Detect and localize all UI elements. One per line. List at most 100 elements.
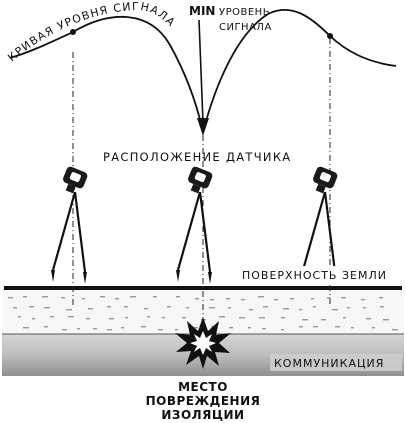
soil-grain xyxy=(211,326,214,328)
soil-grain xyxy=(361,299,365,301)
soil-grain xyxy=(249,309,253,311)
soil-grain xyxy=(229,327,233,329)
soil-grain xyxy=(372,327,375,329)
soil-grain xyxy=(332,309,338,311)
soil-grain xyxy=(93,328,97,330)
soil-grain xyxy=(383,319,389,321)
soil-grain xyxy=(32,318,35,320)
utility-label: КОММУНИКАЦИЯ xyxy=(274,357,384,370)
soil-grain xyxy=(162,317,165,319)
min-label-line2: СИГНАЛА xyxy=(219,22,272,33)
soil-grain xyxy=(341,297,346,299)
soil-grain xyxy=(321,319,326,321)
soil-grain xyxy=(13,307,17,309)
curve-label: КРИВАЯ УРОВНЯ СИГНАЛА xyxy=(5,0,178,64)
soil-grain xyxy=(68,316,74,318)
soil-grain xyxy=(281,317,285,319)
soil-grain xyxy=(392,329,398,331)
soil-grain xyxy=(195,298,199,300)
soil-grain xyxy=(88,308,93,310)
arrow-down-icon xyxy=(197,19,209,136)
soil-grain xyxy=(121,327,124,329)
soil-grain xyxy=(283,308,289,310)
soil-grain xyxy=(86,318,90,320)
soil-grain xyxy=(8,297,13,299)
fault-label-line1: МЕСТО xyxy=(178,380,228,394)
soil-grain xyxy=(313,306,316,308)
soil-grain xyxy=(44,307,50,309)
soil-grain xyxy=(167,306,171,308)
soil-grain xyxy=(175,329,178,331)
soil-grain xyxy=(313,326,318,328)
soil-grain xyxy=(141,326,146,328)
soil-grain xyxy=(124,306,128,308)
soil-grain xyxy=(144,308,148,310)
soil-grain xyxy=(44,326,48,328)
soil-grain xyxy=(299,326,303,328)
soil-grain xyxy=(363,307,366,309)
ground-surface-label: ПОВЕРХНОСТЬ ЗЕМЛИ xyxy=(242,269,387,282)
sensor-on-tripod-icon xyxy=(174,164,215,286)
fault-label-line3: ИЗОЛЯЦИИ xyxy=(161,408,244,422)
soil-grain xyxy=(115,298,119,300)
soil-grain xyxy=(29,306,34,308)
fault-label-line2: ПОВРЕЖДЕНИЯ xyxy=(146,394,261,408)
soil-grain xyxy=(311,298,314,300)
soil-grain xyxy=(366,318,371,320)
explosion-burst-icon xyxy=(175,317,231,369)
soil-grain xyxy=(23,327,29,329)
min-label: MIN xyxy=(189,4,215,18)
soil-grain xyxy=(258,296,264,298)
min-label-line1: УРОВЕНЬ xyxy=(219,7,270,18)
sensor-on-tripod-icon xyxy=(49,164,90,286)
sensor-position-label: РАСПОЛОЖЕНИЕ ДАТЧИКА xyxy=(103,150,291,164)
soil-grain xyxy=(125,317,128,319)
curve-point-right xyxy=(327,33,333,39)
soil-grain xyxy=(241,299,245,301)
soil-grain xyxy=(226,298,230,300)
soil-grain xyxy=(228,307,231,309)
soil-grain xyxy=(158,329,163,331)
soil-grain xyxy=(239,317,245,319)
soil-grain xyxy=(335,326,340,328)
soil-grain xyxy=(263,306,268,308)
curve-point-left xyxy=(70,29,76,35)
soil-grain xyxy=(153,296,157,298)
soil-grain xyxy=(302,319,308,321)
soil-grain xyxy=(62,329,67,331)
soil-grain xyxy=(379,297,383,299)
soil-grain xyxy=(209,307,215,309)
soil-dots xyxy=(8,296,398,331)
soil-grain xyxy=(107,306,111,308)
soil-grain xyxy=(380,306,384,308)
soil-grain xyxy=(219,316,225,318)
soil-grain xyxy=(107,329,112,331)
soil-grain xyxy=(259,317,265,319)
soil-grain xyxy=(61,297,65,299)
soil-grain xyxy=(210,299,214,301)
soil-grain xyxy=(18,316,21,318)
soil-grain xyxy=(347,307,350,309)
soil-grain xyxy=(274,299,278,301)
soil-grain xyxy=(281,329,284,331)
soil-grain xyxy=(42,296,48,298)
soil-grain xyxy=(343,317,346,319)
soil-grain xyxy=(262,328,266,330)
soil-grain xyxy=(192,327,198,329)
soil-grain xyxy=(77,328,80,330)
soil-grain xyxy=(182,317,186,319)
soil-grain xyxy=(109,318,114,320)
soil-grain xyxy=(23,296,27,298)
soil-grain xyxy=(248,327,251,329)
soil-grain xyxy=(186,307,189,309)
soil-grain xyxy=(327,297,330,299)
soil-grain xyxy=(147,316,150,318)
soil-grain xyxy=(290,298,294,300)
soil-grain xyxy=(100,296,105,298)
soil-grain xyxy=(66,309,72,311)
soil-grain xyxy=(50,316,54,318)
soil-grain xyxy=(130,296,136,298)
soil-grain xyxy=(351,327,354,329)
soil-grain xyxy=(82,298,85,300)
